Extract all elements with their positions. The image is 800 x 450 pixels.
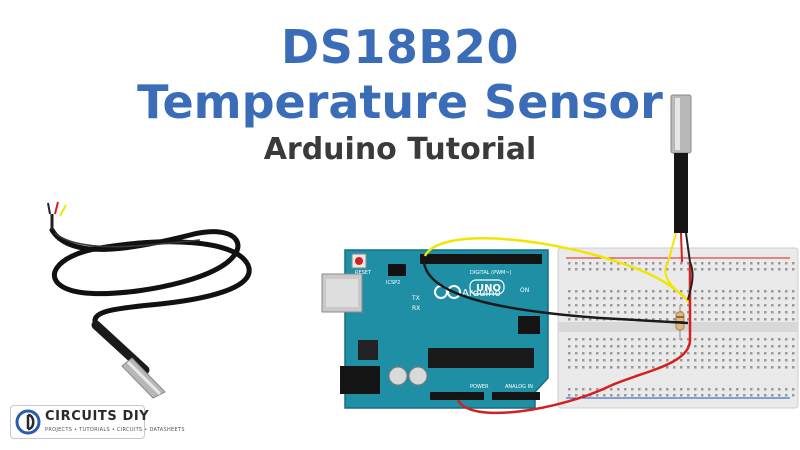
title-line-1: DS18B20 [281, 20, 519, 74]
rx-label: RX [412, 305, 420, 312]
sensor-probe-right [667, 94, 692, 263]
logo-tagline: PROJECTS • TUTORIALS • CIRCUITS • DATASH… [45, 427, 185, 433]
title-line-2: Temperature Sensor [137, 75, 663, 129]
reset-label: RESET [355, 270, 372, 276]
subtitle: Arduino Tutorial [263, 132, 537, 167]
analog-label: ANALOG IN [505, 384, 533, 390]
sensor-probe-left [121, 357, 166, 399]
on-label: ON [520, 287, 529, 294]
red-wire [456, 262, 692, 415]
uno-model: UNO [476, 283, 501, 294]
arduino-uno-board: RESET ICSP2 DIGITAL (PWM~) TX RX ON Ardu… [321, 249, 549, 409]
circuits-diy-logo-icon [15, 409, 41, 435]
tx-label: TX [411, 295, 420, 302]
black-wire [422, 261, 689, 325]
circuits-diy-logo[interactable]: CIRCUITS DIY PROJECTS • TUTORIALS • CIRC… [10, 405, 185, 439]
title-block: DS18B20 Temperature Sensor Arduino Tutor… [100, 20, 700, 170]
digital-header-label: DIGITAL (PWM~) [470, 270, 512, 276]
logo-name: CIRCUITS DIY [45, 409, 150, 424]
power-label: POWER [470, 384, 489, 390]
icsp-label: ICSP2 [386, 280, 400, 286]
coiled-sensor-cable [47, 201, 252, 399]
